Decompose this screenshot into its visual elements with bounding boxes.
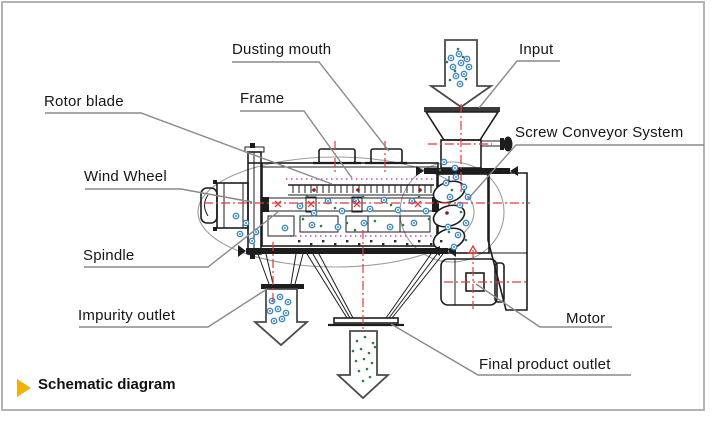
label-rotor-blade: Rotor blade (44, 93, 124, 110)
label-impurity-outlet: Impurity outlet (78, 307, 176, 324)
play-triangle-icon (17, 379, 31, 397)
label-input: Input (519, 41, 554, 58)
support-frame (487, 172, 528, 311)
spindle-shaft (262, 196, 439, 237)
final-product-arrow (335, 330, 391, 400)
label-motor: Motor (566, 310, 606, 327)
input-hopper (416, 107, 518, 176)
label-frame: Frame (240, 90, 285, 107)
label-wind-wheel: Wind Wheel (84, 168, 167, 185)
caption-title: Schematic diagram (38, 376, 176, 393)
leader-lines (45, 60, 704, 376)
screw-conveyor-inlet (432, 173, 490, 256)
main-housing (248, 162, 439, 247)
label-final-product-outlet: Final product outlet (479, 356, 611, 373)
label-spindle: Spindle (83, 247, 135, 264)
wind-wheel (200, 180, 249, 231)
impurity-hopper (257, 253, 304, 289)
dusting-ports (313, 148, 407, 165)
label-dusting-mouth: Dusting mouth (232, 41, 332, 58)
label-screw-conveyor-system: Screw Conveyor System (515, 124, 684, 141)
